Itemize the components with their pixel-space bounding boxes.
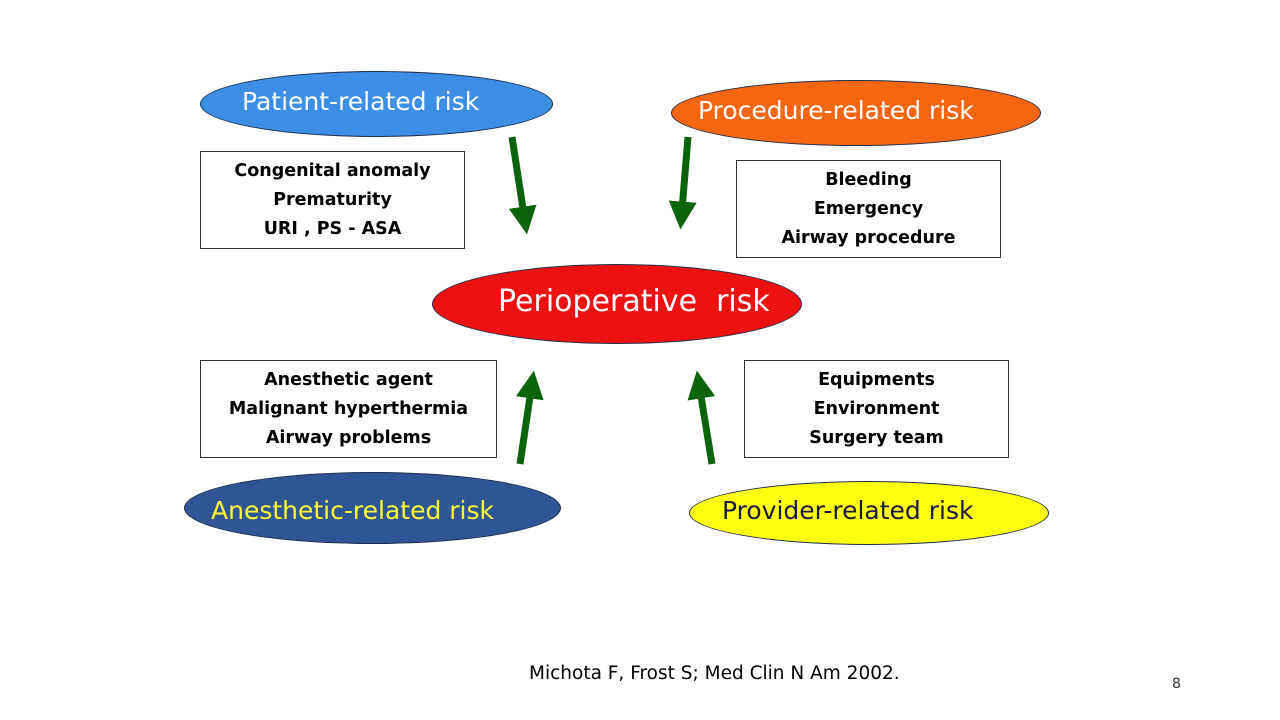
provider-risk-label: Provider-related risk bbox=[722, 496, 974, 525]
slide-number: 8 bbox=[1172, 676, 1181, 692]
anesthetic-factor-item: Anesthetic agent bbox=[264, 369, 433, 390]
provider-factor-item: Environment bbox=[813, 398, 940, 419]
arrow-provider-to-perioperative bbox=[687, 370, 716, 465]
procedure-risk-label: Procedure-related risk bbox=[698, 96, 974, 125]
arrow-anesthetic-to-perioperative bbox=[515, 370, 544, 465]
anesthetic-factor-item: Airway problems bbox=[265, 427, 432, 448]
patient-risk-label: Patient-related risk bbox=[242, 87, 480, 116]
anesthetic-factor-item: Malignant hyperthermia bbox=[228, 398, 469, 419]
patient-factor-item: Prematurity bbox=[273, 189, 392, 210]
arrow-procedure-to-perioperative bbox=[668, 136, 697, 230]
procedure-risk-ellipse bbox=[671, 80, 1041, 146]
provider-risk-ellipse bbox=[689, 481, 1049, 545]
provider-factor-item: Equipments bbox=[818, 369, 935, 390]
procedure-factors-box: Bleeding Emergency Airway procedure bbox=[736, 160, 1001, 258]
perioperative-risk-ellipse bbox=[432, 264, 802, 344]
anesthetic-factors-box: Anesthetic agent Malignant hyperthermia … bbox=[200, 360, 497, 458]
arrow-patient-to-perioperative bbox=[508, 136, 537, 235]
citation: Michota F, Frost S; Med Clin N Am 2002. bbox=[529, 663, 900, 684]
perioperative-risk-label: Perioperative risk bbox=[498, 284, 770, 319]
procedure-factor-item: Airway procedure bbox=[781, 227, 956, 248]
procedure-factor-item: Bleeding bbox=[825, 169, 912, 190]
patient-factors-box: Congenital anomaly Prematurity URI , PS … bbox=[200, 151, 465, 249]
patient-risk-ellipse bbox=[200, 71, 553, 137]
patient-factor-item: Congenital anomaly bbox=[234, 160, 431, 181]
anesthetic-risk-ellipse bbox=[184, 472, 561, 544]
procedure-factor-item: Emergency bbox=[813, 198, 924, 219]
patient-factor-item: URI , PS - ASA bbox=[263, 218, 402, 239]
provider-factor-item: Surgery team bbox=[809, 427, 944, 448]
provider-factors-box: Equipments Environment Surgery team bbox=[744, 360, 1009, 458]
anesthetic-risk-label: Anesthetic-related risk bbox=[211, 496, 494, 525]
